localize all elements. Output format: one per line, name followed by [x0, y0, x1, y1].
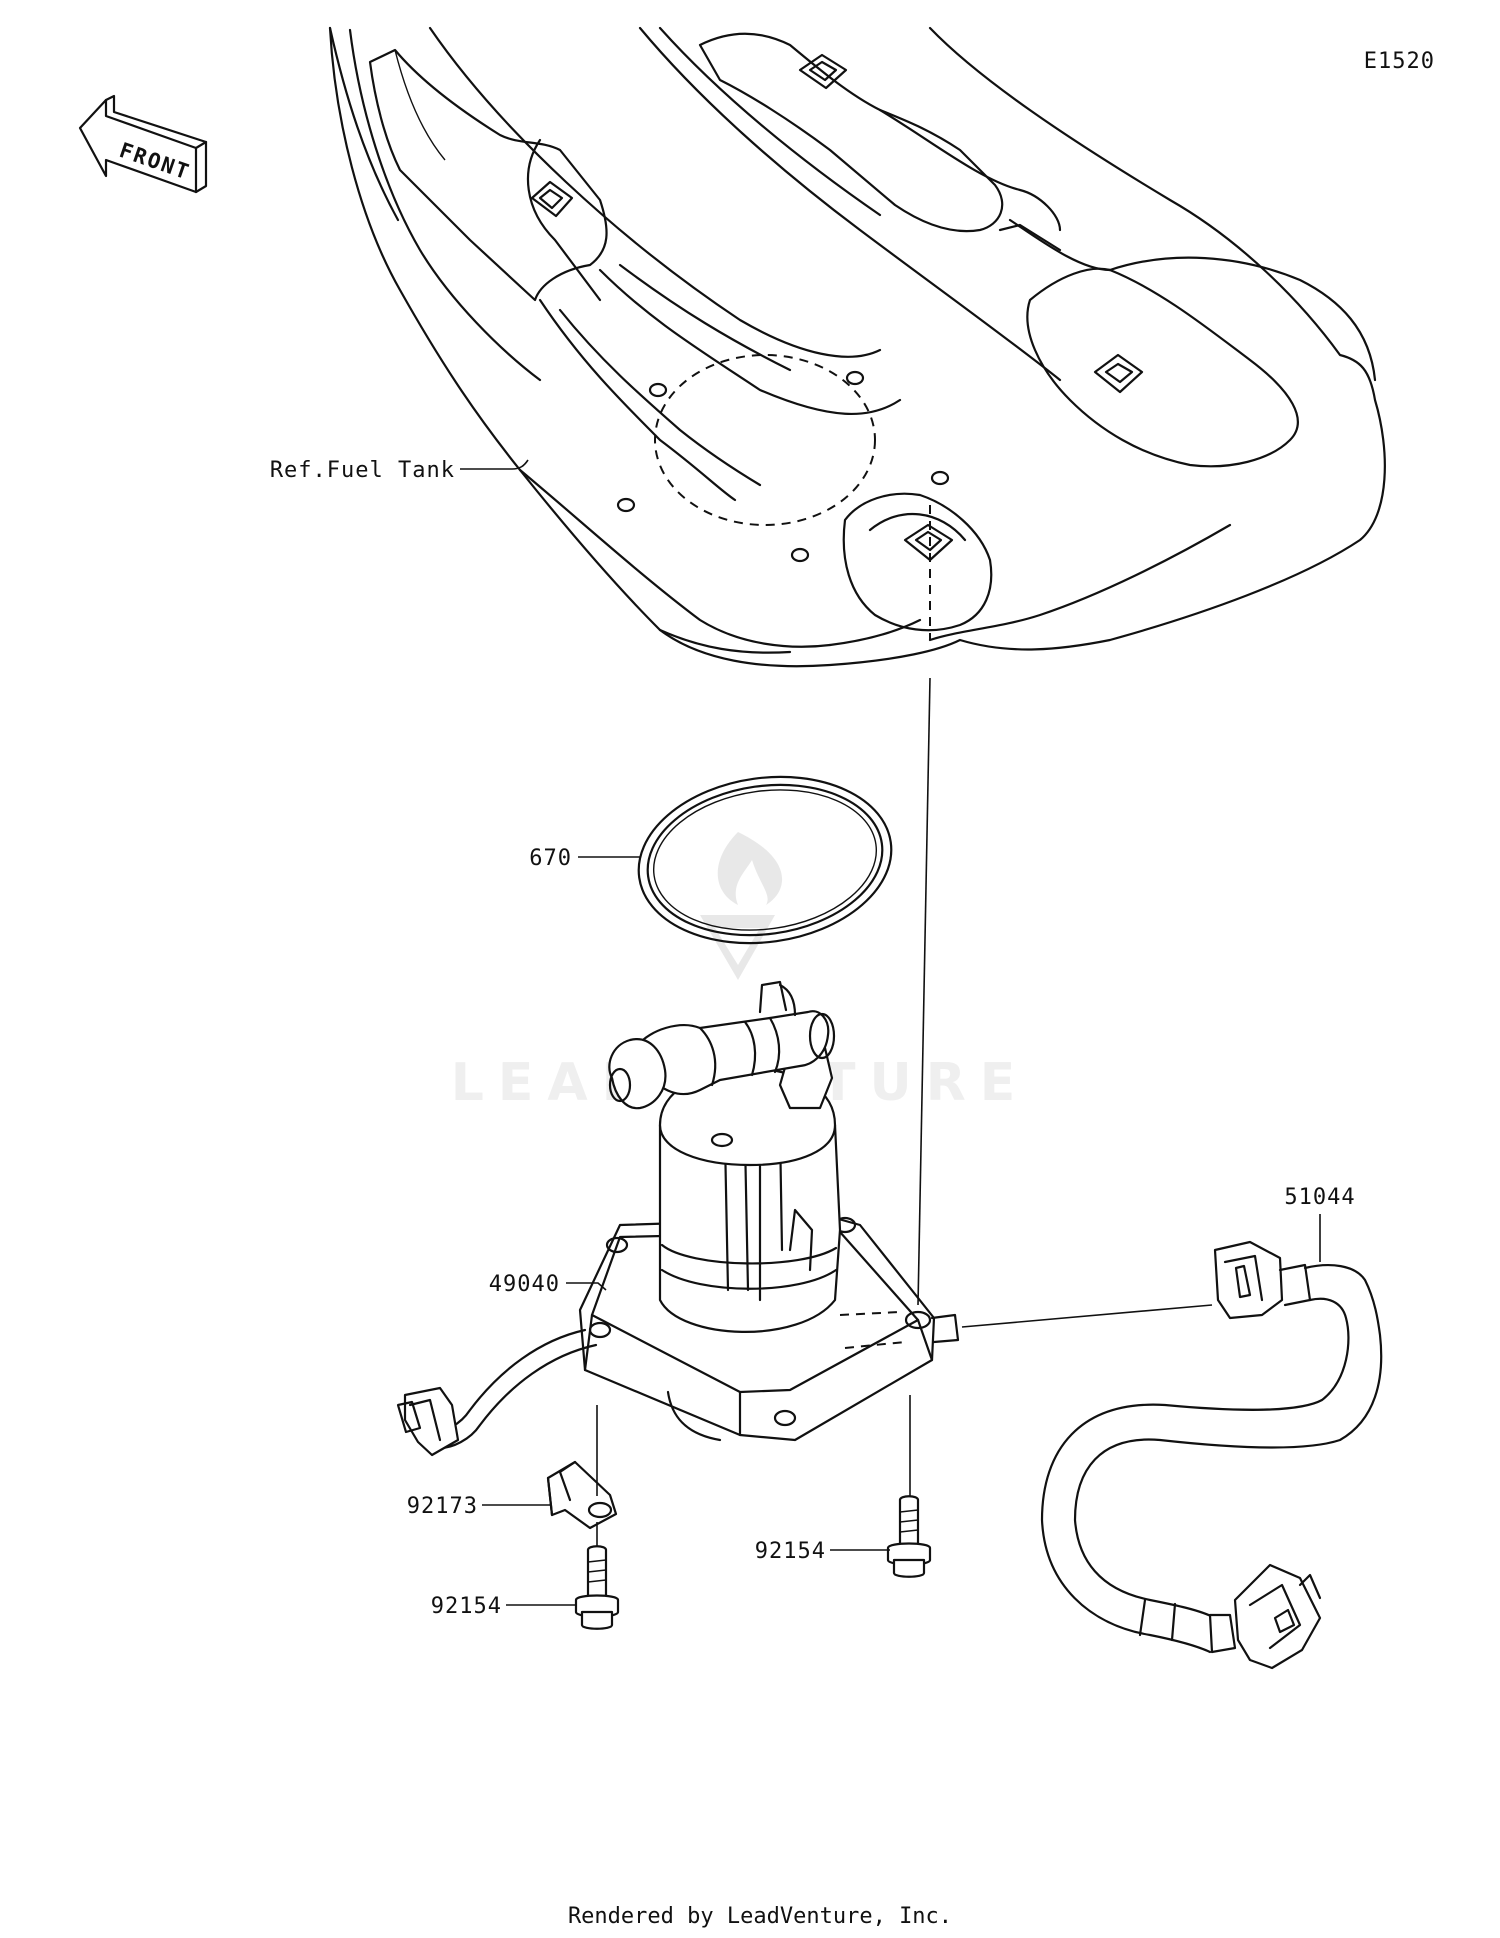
- tank-grommet-left: [530, 180, 574, 218]
- label-92173: 92173: [407, 1494, 478, 1519]
- pump-opening-dashed: [654, 354, 876, 526]
- label-49040: 49040: [489, 1272, 560, 1297]
- front-arrow-icon: FRONT: [78, 94, 208, 194]
- label-92154-left: 92154: [431, 1594, 502, 1619]
- fuel-tank-illustration: [328, 26, 1386, 668]
- leader-ref-fuel-tank: [460, 459, 529, 470]
- assembly-line-hose: [961, 1304, 1213, 1328]
- tank-grommet-bottom: [903, 523, 954, 562]
- diagram-code: E1520: [1364, 49, 1435, 74]
- label-92154-right: 92154: [755, 1539, 826, 1564]
- assembly-line-vertical: [917, 677, 931, 1306]
- label-51044: 51044: [1284, 1185, 1355, 1210]
- gasket-670-illustration: [637, 775, 893, 945]
- clamp-92173-illustration: [546, 1460, 618, 1530]
- fuel-pump-49040-illustration: [578, 980, 960, 1442]
- leader-49040: [566, 1282, 607, 1291]
- bolt-92154-left-illustration: [574, 1522, 620, 1630]
- label-670: 670: [529, 846, 572, 871]
- bolt-92154-right-illustration: [886, 1395, 932, 1578]
- label-ref-fuel-tank: Ref.Fuel Tank: [270, 458, 455, 483]
- pump-wiring-left: [396, 1328, 598, 1457]
- footer-credit: Rendered by LeadVenture, Inc.: [568, 1904, 952, 1929]
- tank-grommet-right: [1093, 353, 1144, 394]
- fuel-hose-51044-illustration: [1040, 1240, 1383, 1670]
- tank-grommet-top: [798, 53, 848, 90]
